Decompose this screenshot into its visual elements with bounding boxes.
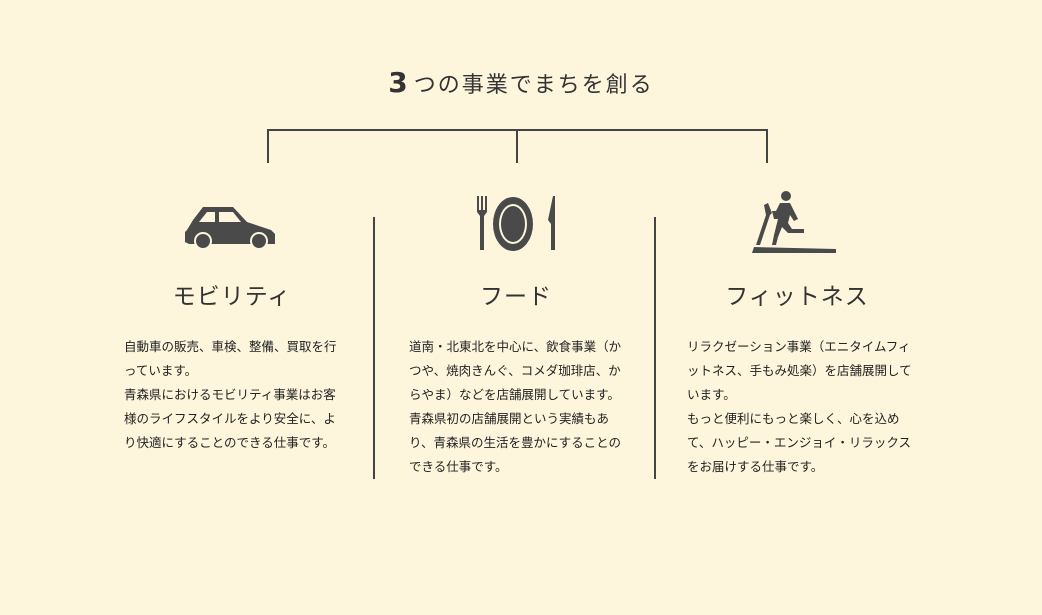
column-description-food: 道南・北東北を中心に、飲食事業（かつや、焼肉きんぐ、コメダ珈琲店、からやま）など…	[409, 335, 631, 479]
column-divider	[373, 217, 375, 479]
column-heading-fitness: フィットネス	[725, 284, 869, 310]
column-heading-food: フード	[480, 284, 552, 310]
title-text: つの事業でまちを創る	[413, 73, 654, 98]
paragraph: リラクゼーション事業（エニタイムフィットネス、手もみ処楽）を店舗展開しています。	[687, 339, 912, 402]
column-heading-mobility: モビリティ	[172, 284, 292, 310]
car-icon	[185, 207, 275, 250]
paragraph: もっと便利にもっと楽しく、心を込めて、ハッピー・エンジョイ・リラックスをお届けす…	[687, 411, 912, 474]
paragraph: 青森県初の店舗展開という実績もあり、青森県の生活を豊かにすることのできる仕事です…	[409, 411, 622, 474]
fork-plate-knife-icon	[477, 196, 555, 251]
column-description-mobility: 自動車の販売、車検、整備、買取を行っています。 青森県におけるモビリティ事業はお…	[124, 335, 346, 455]
paragraph: 自動車の販売、車検、整備、買取を行っています。	[124, 339, 337, 378]
column-divider	[654, 217, 656, 479]
column-description-fitness: リラクゼーション事業（エニタイムフィットネス、手もみ処楽）を店舗展開しています。…	[687, 335, 919, 479]
treadmill-runner-icon	[752, 191, 836, 253]
paragraph: 道南・北東北を中心に、飲食事業（かつや、焼肉きんぐ、コメダ珈琲店、からやま）など…	[409, 339, 622, 402]
paragraph: 青森県におけるモビリティ事業はお客様のライフスタイルをより安全に、より快適にする…	[124, 387, 336, 450]
title-number: 3	[388, 66, 410, 99]
